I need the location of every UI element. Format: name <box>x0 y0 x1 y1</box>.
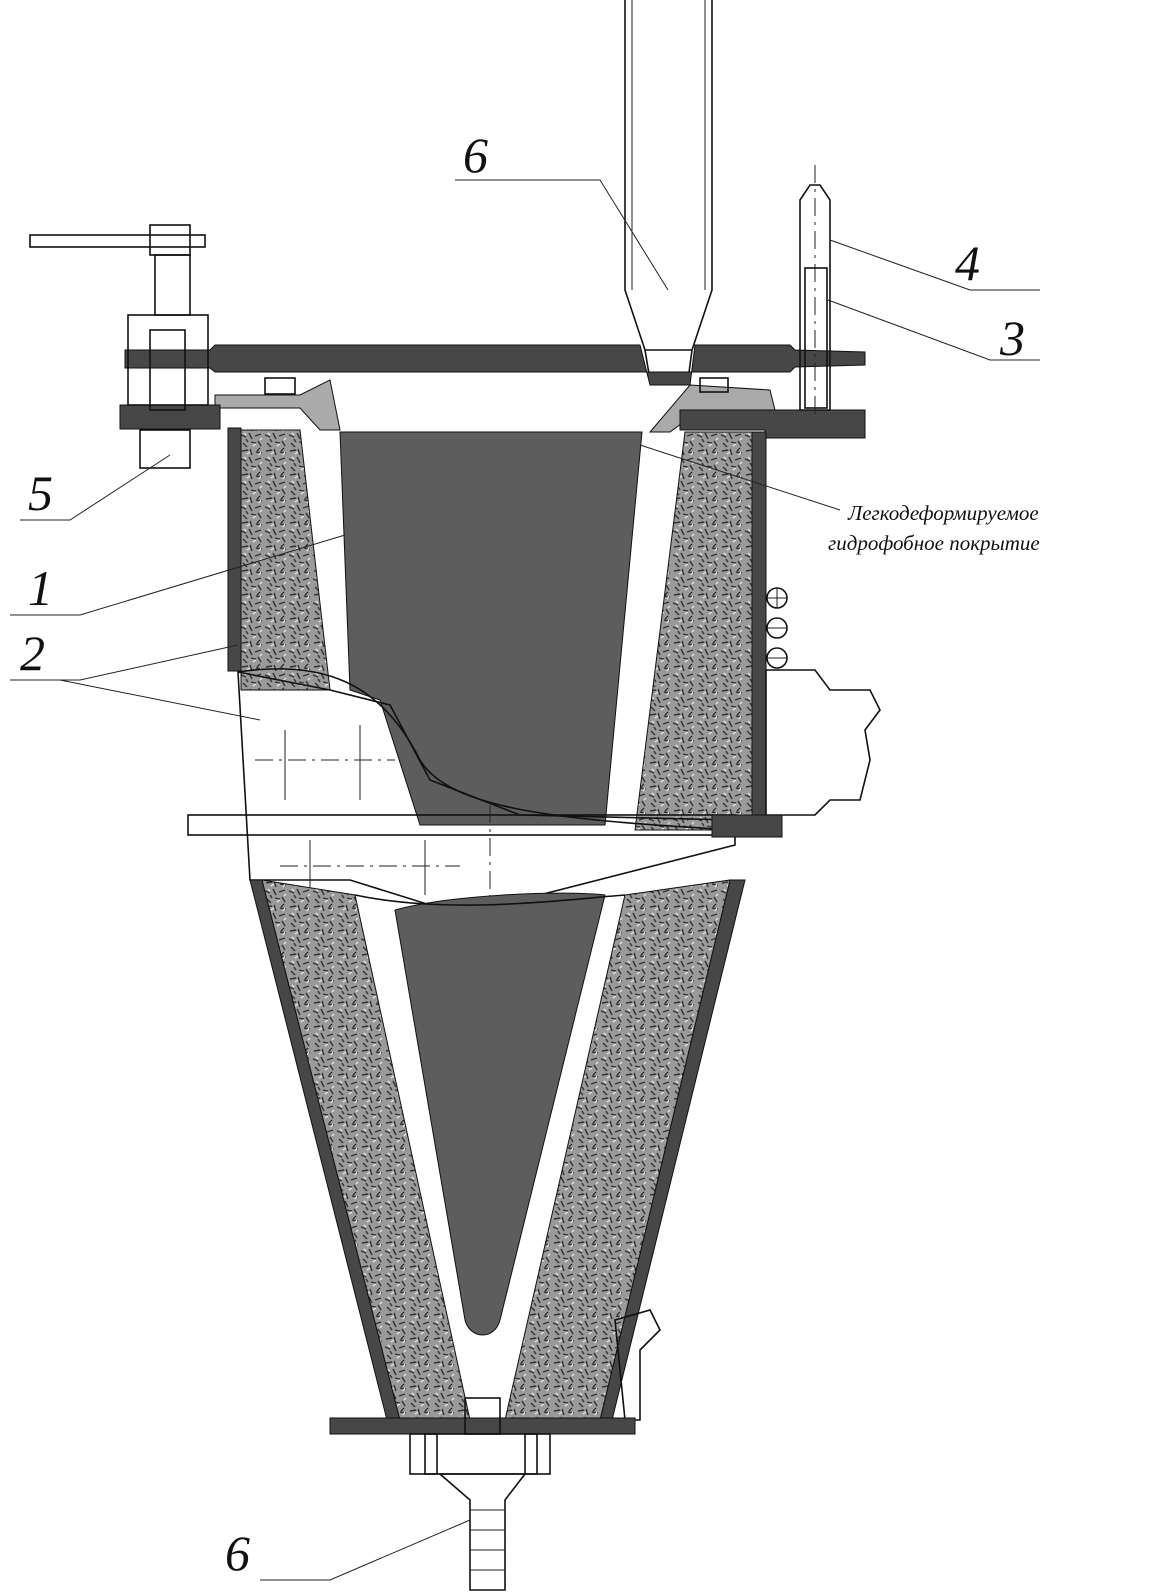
label-bottom-nozzle: 6 <box>225 1525 250 1581</box>
top-nozzle <box>625 0 712 380</box>
coating-note-line1: Легкодеформируемое <box>847 501 1039 525</box>
label-top-nozzle: 6 <box>463 127 488 183</box>
bolt-symbols <box>767 588 787 668</box>
bottom-plate <box>330 1418 635 1434</box>
valve <box>30 225 208 468</box>
core <box>340 432 642 825</box>
label-shell: 2 <box>20 625 45 681</box>
upper-flange <box>125 345 865 385</box>
label-valve: 5 <box>28 465 53 521</box>
lower-cone <box>250 880 745 1420</box>
lower-flange <box>120 405 220 429</box>
label-core: 1 <box>28 560 53 616</box>
guide-rod <box>800 165 830 420</box>
side-bracket <box>766 670 880 815</box>
label-sleeve: 3 <box>999 310 1025 366</box>
upper-shell <box>228 428 766 830</box>
coating-note-line2: гидрофобное покрытие <box>828 531 1040 555</box>
label-rod: 4 <box>955 235 980 291</box>
